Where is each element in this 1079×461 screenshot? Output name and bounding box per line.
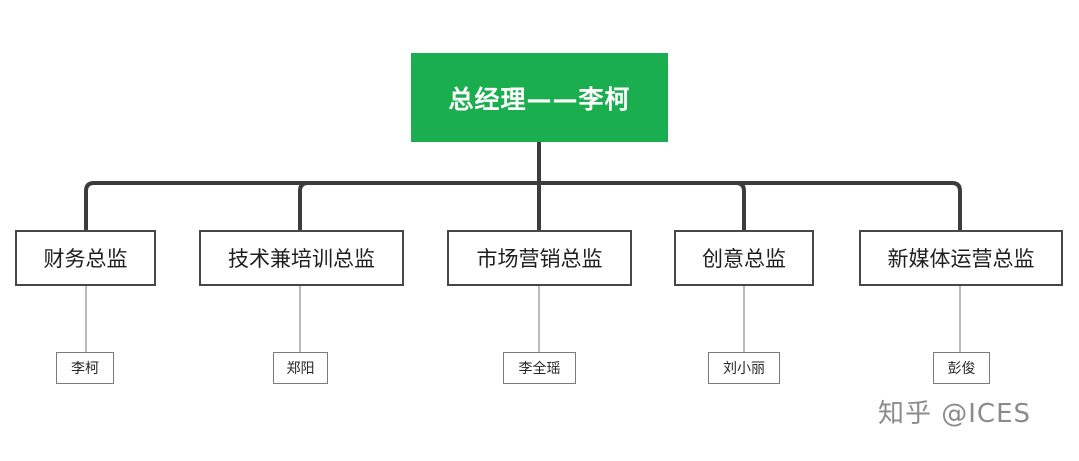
- connector-to-tech: [298, 181, 310, 232]
- dept-node-marketing: 市场营销总监: [447, 230, 632, 286]
- person-node-tech-training: 郑阳: [273, 352, 328, 384]
- dept-node-tech-training: 技术兼培训总监: [199, 230, 404, 286]
- person-node-creative: 刘小丽: [708, 352, 780, 384]
- dept-node-new-media: 新媒体运营总监: [859, 230, 1063, 286]
- dept-node-label: 技术兼培训总监: [228, 247, 375, 271]
- person-node-finance: 李柯: [56, 352, 114, 384]
- root-node-label: 总经理——李柯: [448, 84, 631, 114]
- root-node-general-manager: 总经理——李柯: [411, 53, 668, 142]
- zhihu-watermark: 知乎 @ICES: [878, 399, 1032, 429]
- connector-to-creative: [734, 181, 746, 232]
- dept-node-label: 新媒体运营总监: [887, 247, 1035, 271]
- person-name: 李柯: [71, 361, 99, 377]
- person-name: 郑阳: [286, 361, 315, 377]
- person-name: 彭俊: [947, 361, 976, 377]
- person-name: 李全瑶: [518, 361, 561, 377]
- person-name: 刘小丽: [723, 361, 765, 377]
- dept-node-label: 财务总监: [43, 247, 128, 271]
- person-node-new-media: 彭俊: [933, 352, 990, 384]
- dept-node-label: 创意总监: [702, 247, 786, 271]
- dept-node-label: 市场营销总监: [476, 247, 603, 271]
- person-node-marketing: 李全瑶: [503, 352, 576, 384]
- dept-node-creative: 创意总监: [674, 230, 814, 286]
- connector-horizontal-bus: [84, 181, 962, 232]
- dept-node-finance: 财务总监: [15, 230, 156, 286]
